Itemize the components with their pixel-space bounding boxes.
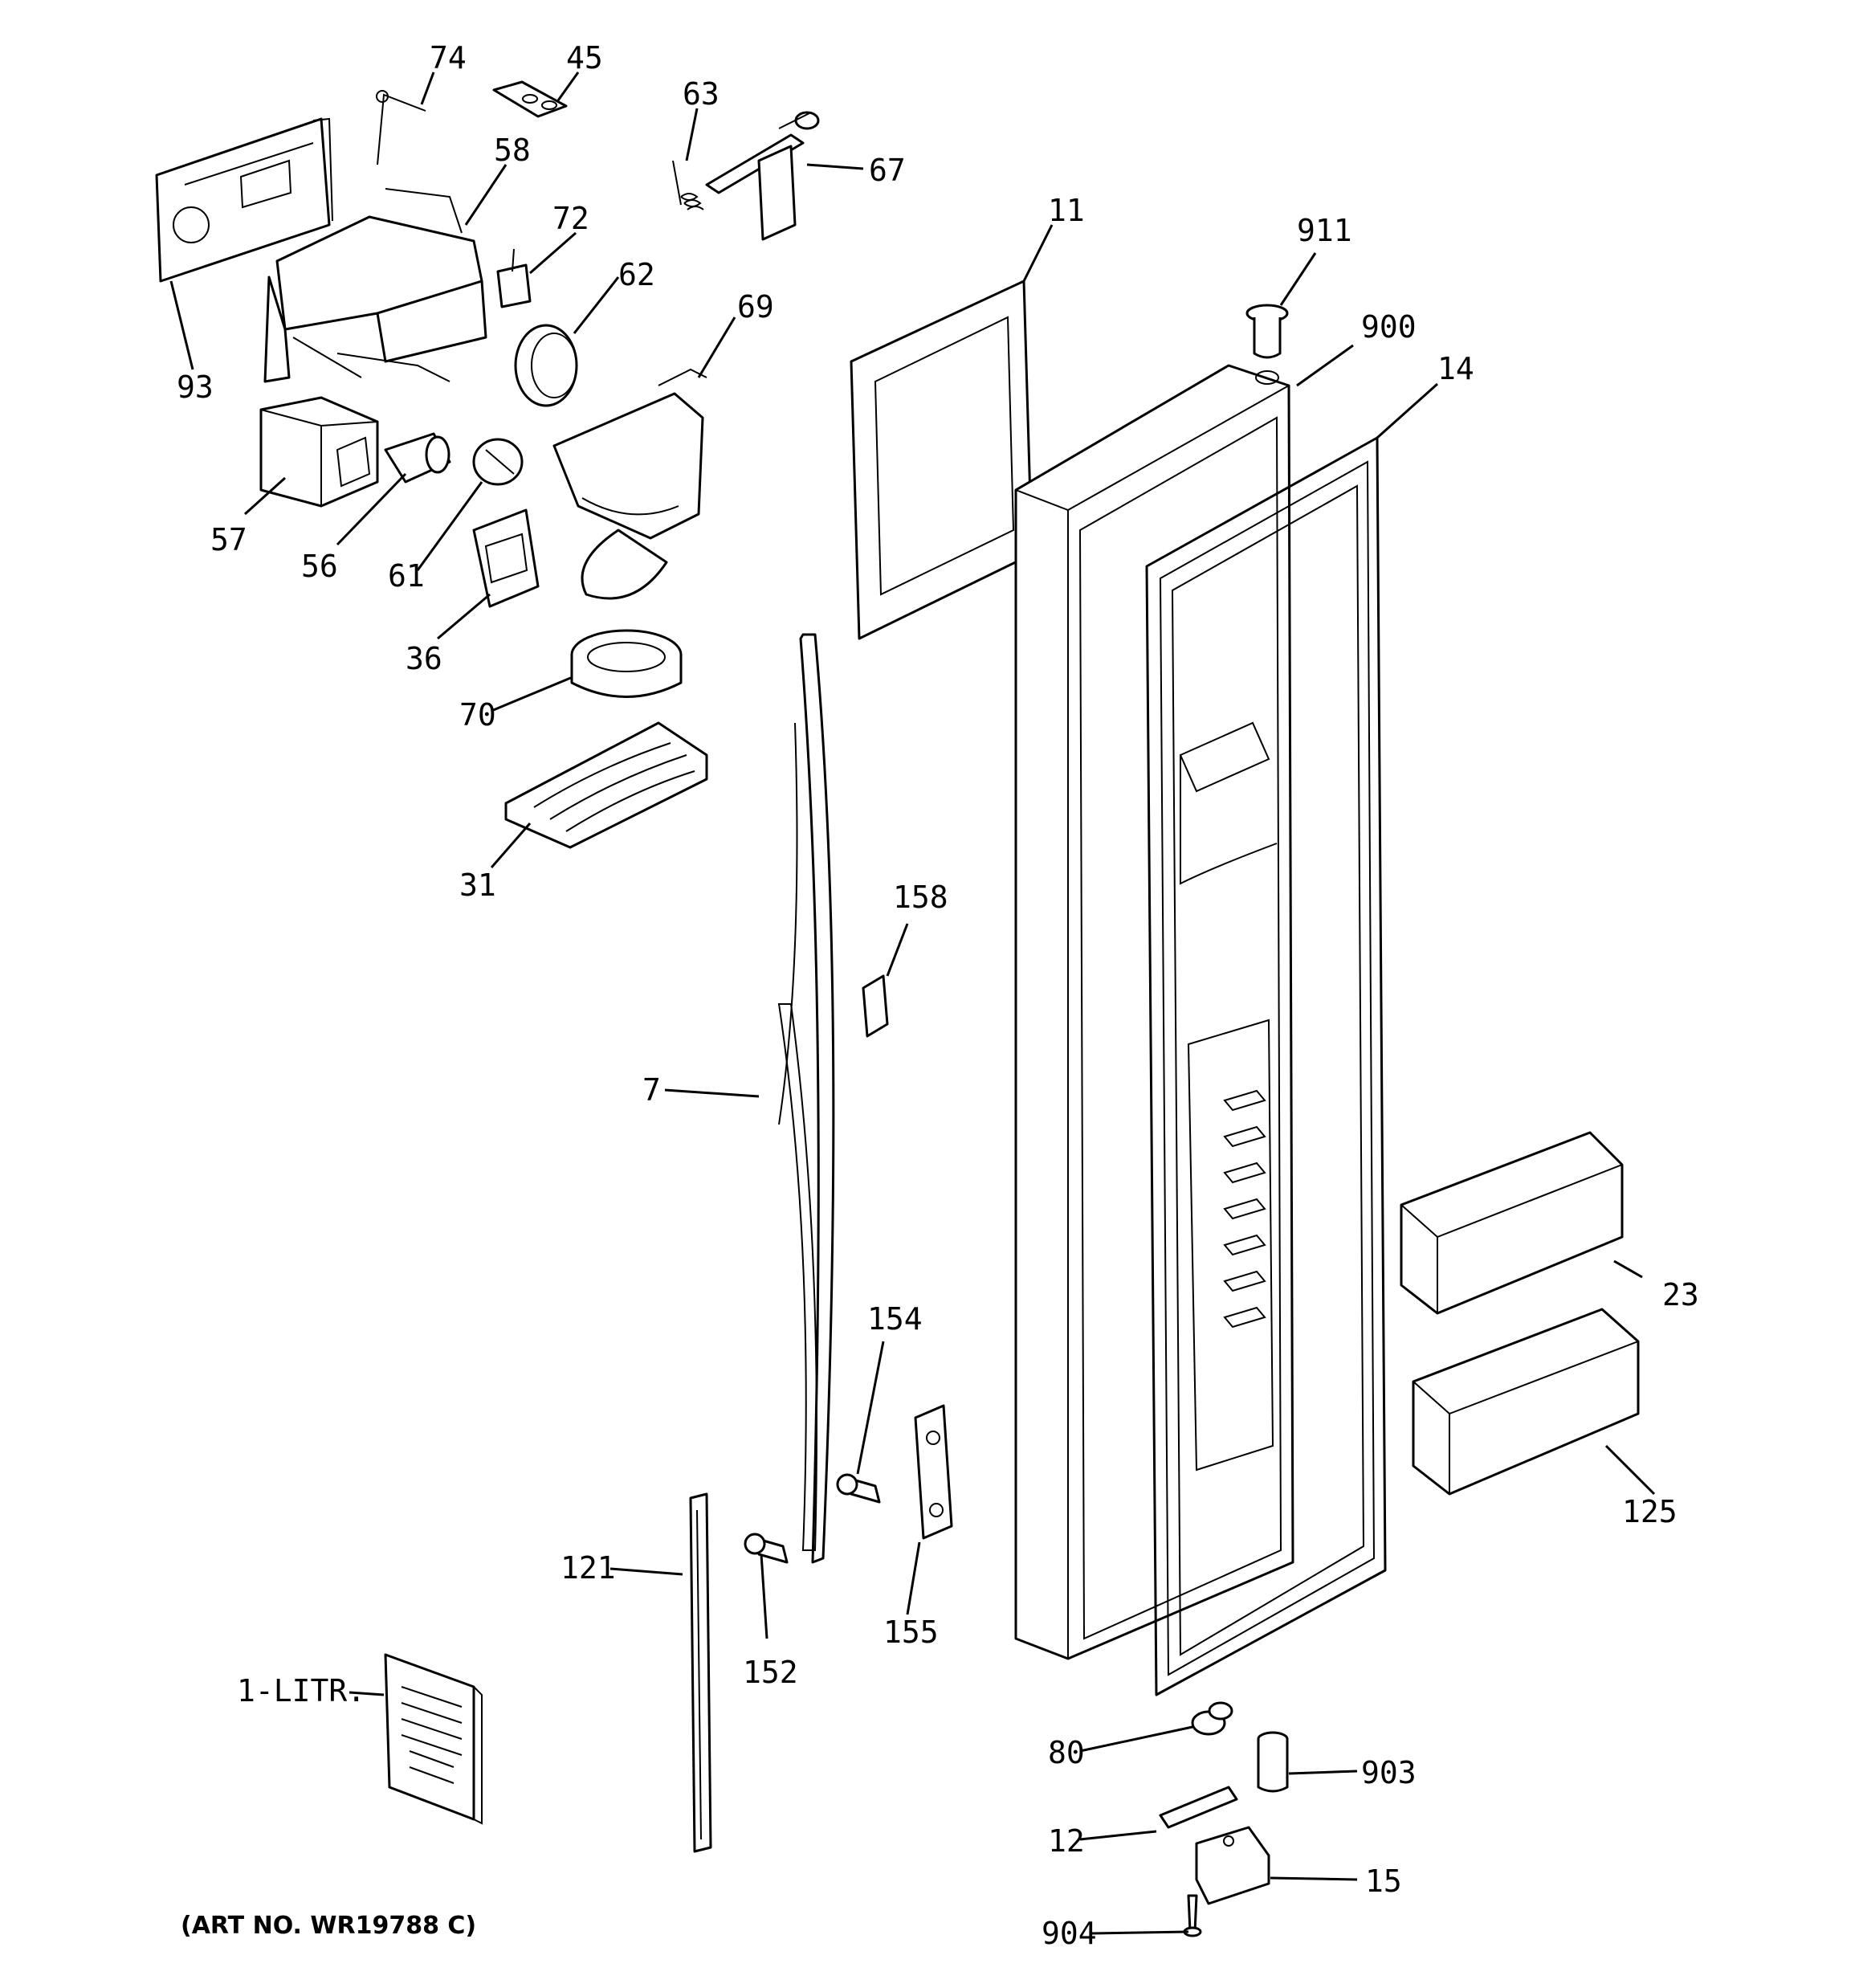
part-11-dispenser-frame: [850, 280, 1033, 640]
part-903-pin: [1257, 1731, 1289, 1793]
part-57-block: [259, 396, 379, 508]
callout-154: 154: [867, 1301, 923, 1337]
part-69-ice-chute: [552, 368, 707, 600]
door-shelf-tabs: [1223, 1089, 1266, 1329]
callout-152: 152: [743, 1655, 798, 1690]
callout-45: 45: [566, 40, 603, 76]
part-80-plug: [1191, 1701, 1233, 1736]
part-155-hinge: [914, 1404, 953, 1540]
part-63-spring: [672, 160, 704, 210]
part-14-gasket: [1145, 436, 1387, 1696]
callout-11: 11: [1048, 193, 1085, 228]
callout-93: 93: [177, 369, 214, 405]
part-61-knob: [472, 438, 524, 486]
callout-58: 58: [494, 133, 531, 168]
part-121-trim: [689, 1492, 712, 1853]
callout-70: 70: [459, 697, 496, 733]
part-154-screw: [836, 1473, 881, 1504]
callout-36: 36: [406, 641, 442, 676]
callout-63: 63: [683, 76, 720, 112]
part-70-collar: [570, 629, 683, 698]
callout-125: 125: [1622, 1494, 1678, 1529]
callout-12: 12: [1048, 1823, 1085, 1859]
callout-155: 155: [883, 1614, 939, 1650]
part-67-pivot-bracket: [705, 111, 820, 241]
part-93-control-board: [155, 117, 333, 283]
part-911-bushing: [1245, 304, 1289, 359]
part-58-dispenser-housing: [263, 188, 487, 383]
callout-61: 61: [388, 558, 425, 594]
callout-7: 7: [642, 1072, 661, 1108]
callout-15: 15: [1365, 1863, 1402, 1899]
callout-158: 158: [893, 880, 948, 915]
leader-lines: [169, 71, 1656, 1935]
callout-900: 900: [1361, 309, 1417, 345]
callout-903: 903: [1361, 1755, 1417, 1790]
part-23-door-bin: [1400, 1131, 1624, 1315]
callout-62: 62: [618, 257, 655, 292]
part-904-screw: [1183, 1894, 1202, 1937]
callout-57: 57: [210, 522, 247, 557]
part-1-literature: [384, 1653, 483, 1825]
callout-1-litr: 1-LITR.: [237, 1673, 365, 1708]
art-number: (ART NO. WR19788 C): [181, 1912, 476, 1940]
callout-72: 72: [552, 201, 589, 236]
callout-904: 904: [1042, 1916, 1097, 1951]
callout-31: 31: [459, 867, 496, 903]
callout-56: 56: [301, 549, 338, 584]
callout-labels: 74 45 63 67 58 72 62 69 11 911 900 14 93…: [177, 40, 1699, 1951]
callout-69: 69: [737, 289, 774, 325]
part-45-bracket: [492, 80, 568, 118]
callout-14: 14: [1437, 351, 1474, 386]
part-62-ring: [514, 324, 578, 407]
part-7-handle: [777, 633, 835, 1564]
part-72-switch: [496, 248, 532, 308]
part-31-drip-tray: [504, 721, 708, 849]
part-158-clip: [862, 974, 889, 1038]
part-152-screw: [744, 1533, 789, 1564]
callout-911: 911: [1297, 213, 1352, 248]
part-900-door: [1014, 364, 1294, 1660]
callout-23: 23: [1662, 1277, 1699, 1312]
part-12-shim: [1159, 1786, 1238, 1829]
callout-67: 67: [869, 153, 906, 188]
part-36-bracket: [472, 508, 540, 608]
part-56-socket: [384, 432, 451, 484]
part-74-spring: [376, 90, 426, 165]
part-125-door-bin: [1412, 1308, 1640, 1496]
part-15-hinge: [1195, 1826, 1270, 1905]
callout-121: 121: [561, 1550, 616, 1586]
callout-80: 80: [1048, 1735, 1085, 1770]
callout-74: 74: [430, 40, 467, 76]
